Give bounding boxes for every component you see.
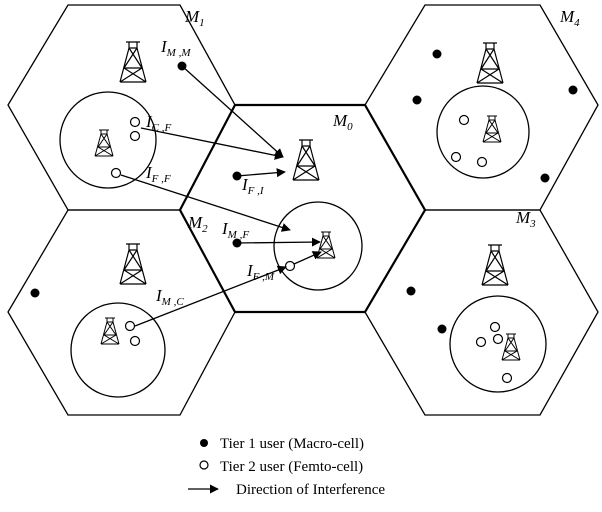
label-i-mm: IM ,M — [160, 37, 191, 59]
label-i-mf: IM ,F — [221, 219, 249, 241]
tier2-users — [110, 114, 513, 384]
femto-tower-icon-m2 — [100, 317, 120, 345]
femto-tower-icon-m3 — [501, 333, 521, 361]
macro-tower-icon-m0 — [292, 139, 320, 181]
cell-label-m3: M3 — [515, 208, 536, 230]
legend-tier2-circle-icon — [199, 460, 209, 470]
legend-tier2-text: Tier 2 user (Femto-cell) — [220, 459, 363, 475]
label-i-fi: IF ,I — [241, 175, 265, 197]
tier1-users — [30, 49, 578, 334]
femto-tower-icon-m4 — [482, 115, 502, 143]
femtocell-coverage-m1 — [59, 91, 157, 189]
legend-arrow-text: Direction of Interference — [236, 482, 385, 498]
legend-tier1-dot-icon — [200, 439, 208, 447]
legend-tier1-text: Tier 1 user (Macro-cell) — [220, 436, 364, 452]
femtocell-coverage-m4 — [436, 85, 530, 179]
macro-tower-icon-m2 — [119, 243, 147, 285]
cell-label-m4: M4 — [559, 7, 580, 29]
hex-cell-m0 — [178, 103, 427, 314]
macro-tower-icon-m4 — [476, 42, 504, 84]
femto-tower-icon-m1 — [94, 129, 114, 157]
cell-label-m0: M0 — [332, 111, 353, 133]
hex-cell-m4 — [364, 4, 599, 211]
label-i-cf: IC ,F — [145, 112, 172, 134]
macro-tower-icon-m3 — [481, 244, 509, 286]
cell-label-m1: M1 — [184, 7, 205, 29]
femtocell-coverage-m2 — [70, 302, 166, 398]
label-i-fm: IF ,M — [246, 261, 275, 283]
label-i-ff: IF ,F — [145, 163, 171, 185]
legend: Tier 1 user (Macro-cell) Tier 2 user (Fe… — [188, 436, 385, 498]
interference-arrows — [120, 65, 322, 327]
femtocell-coverage-m3 — [449, 295, 547, 393]
cell-label-m2: M2 — [187, 213, 208, 235]
hex-cell-m1 — [7, 4, 236, 211]
femtocell-coverage-m0 — [273, 201, 363, 291]
femto-tower-icon-m0 — [316, 231, 336, 259]
label-i-mc: IM ,C — [155, 286, 184, 308]
hex-cell-m2 — [7, 209, 236, 416]
macro-tower-icon-m1 — [119, 41, 147, 83]
hex-cell-m3 — [364, 209, 599, 416]
